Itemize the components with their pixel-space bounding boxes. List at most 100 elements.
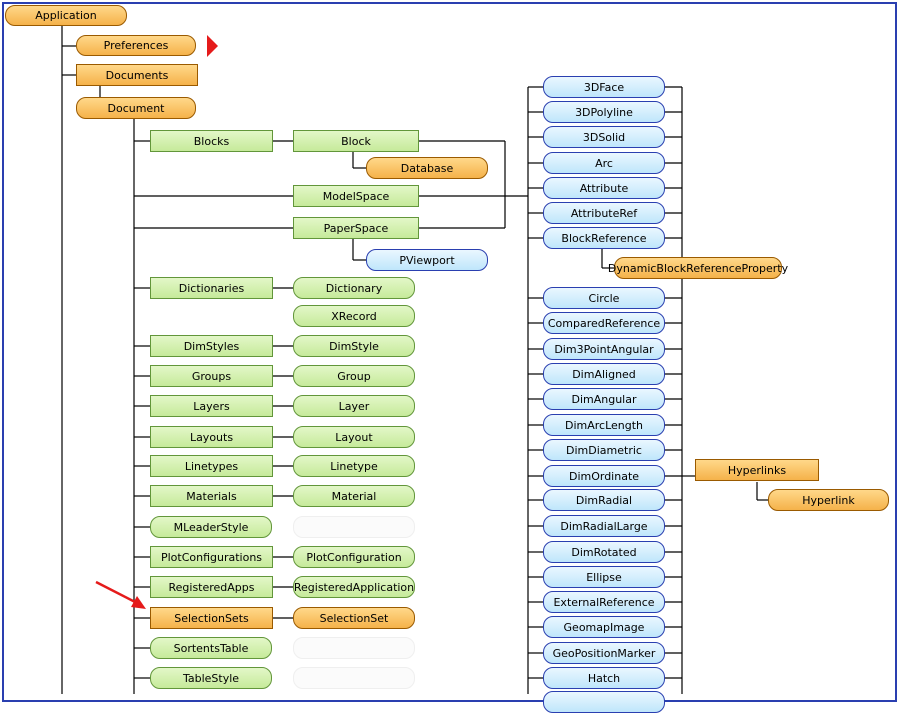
hatch-label: Hatch xyxy=(587,671,621,685)
document-label: Document xyxy=(107,101,165,115)
tablestyle-node[interactable]: TableStyle xyxy=(150,667,272,689)
dimordinate-node[interactable]: DimOrdinate xyxy=(543,465,665,487)
plotconfigurations-label: PlotConfigurations xyxy=(160,550,263,564)
dimstyle-node[interactable]: DimStyle xyxy=(293,335,415,357)
plotconfigurations-node[interactable]: PlotConfigurations xyxy=(150,546,273,568)
ellipse-node[interactable]: Ellipse xyxy=(543,566,665,588)
xrecord-node[interactable]: XRecord xyxy=(293,305,415,327)
registeredapps-node[interactable]: RegisteredApps xyxy=(150,576,273,598)
linetype-label: Linetype xyxy=(330,459,378,473)
dim3pointangular-node[interactable]: Dim3PointAngular xyxy=(543,338,665,360)
empty-placeholder-node xyxy=(293,667,415,689)
linetype-node[interactable]: Linetype xyxy=(293,455,415,477)
selectionset-label: SelectionSet xyxy=(319,611,389,625)
plotconfiguration-label: PlotConfiguration xyxy=(306,550,402,564)
plotconfiguration-node[interactable]: PlotConfiguration xyxy=(293,546,415,568)
dimrotated-node[interactable]: DimRotated xyxy=(543,541,665,563)
block-label: Block xyxy=(341,134,371,148)
arc-label: Arc xyxy=(595,156,613,170)
dictionary-label: Dictionary xyxy=(325,281,383,295)
registeredapps-label: RegisteredApps xyxy=(168,580,255,594)
modelspace-node[interactable]: ModelSpace xyxy=(293,185,419,207)
paperspace-label: PaperSpace xyxy=(323,221,389,235)
layers-node[interactable]: Layers xyxy=(150,395,273,417)
dictionary-node[interactable]: Dictionary xyxy=(293,277,415,299)
document-node[interactable]: Document xyxy=(76,97,196,119)
attributeref-node[interactable]: AttributeRef xyxy=(543,202,665,224)
dimangular-node[interactable]: DimAngular xyxy=(543,388,665,410)
application-node[interactable]: Application xyxy=(5,5,127,26)
documents-node[interactable]: Documents xyxy=(76,64,198,86)
dimarclength-node[interactable]: DimArcLength xyxy=(543,414,665,436)
dynamicblockreferenceproperty-node[interactable]: DynamicBlockReferenceProperty xyxy=(608,257,788,279)
group-label: Group xyxy=(337,369,371,383)
application-label: Application xyxy=(35,9,97,22)
dimradial-node[interactable]: DimRadial xyxy=(543,489,665,511)
blockreference-node[interactable]: BlockReference xyxy=(543,227,665,249)
selectionsets-label: SelectionSets xyxy=(174,611,249,625)
tablestyle-label: TableStyle xyxy=(182,671,240,685)
3dface-label: 3DFace xyxy=(583,80,625,94)
paperspace-node[interactable]: PaperSpace xyxy=(293,217,419,239)
circle-node[interactable]: Circle xyxy=(543,287,665,309)
pviewport-node[interactable]: PViewport xyxy=(366,249,488,271)
dimaligned-node[interactable]: DimAligned xyxy=(543,363,665,385)
hyperlink-label: Hyperlink xyxy=(802,493,855,507)
hyperlink-node[interactable]: Hyperlink xyxy=(768,489,889,511)
externalreference-node[interactable]: ExternalReference xyxy=(543,591,665,613)
hatch-node[interactable]: Hatch xyxy=(543,667,665,689)
database-node[interactable]: Database xyxy=(366,157,488,179)
attribute-node[interactable]: Attribute xyxy=(543,177,665,199)
selectionsets-node[interactable]: SelectionSets xyxy=(150,607,273,629)
dictionaries-node[interactable]: Dictionaries xyxy=(150,277,273,299)
layer-label: Layer xyxy=(338,399,370,413)
geopositionmarker-label: GeoPositionMarker xyxy=(552,646,656,660)
material-node[interactable]: Material xyxy=(293,485,415,507)
mleaderstyle-node[interactable]: MLeaderStyle xyxy=(150,516,272,538)
3dsolid-node[interactable]: 3DSolid xyxy=(543,126,665,148)
geopositionmarker-node[interactable]: GeoPositionMarker xyxy=(543,642,665,664)
material-label: Material xyxy=(331,489,377,503)
layouts-label: Layouts xyxy=(189,430,234,444)
dimdiametric-label: DimDiametric xyxy=(566,443,642,457)
dimdiametric-node[interactable]: DimDiametric xyxy=(543,439,665,461)
3dpolyline-node[interactable]: 3DPolyline xyxy=(543,101,665,123)
preferences-node[interactable]: Preferences xyxy=(76,35,196,56)
preferences-label: Preferences xyxy=(103,39,169,52)
dim3pointangular-label: Dim3PointAngular xyxy=(554,342,654,356)
next-entity-node[interactable] xyxy=(543,691,665,713)
materials-node[interactable]: Materials xyxy=(150,485,273,507)
arc-node[interactable]: Arc xyxy=(543,152,665,174)
groups-node[interactable]: Groups xyxy=(150,365,273,387)
3dface-node[interactable]: 3DFace xyxy=(543,76,665,98)
dictionaries-label: Dictionaries xyxy=(178,281,245,295)
empty-placeholder-node xyxy=(293,637,415,659)
registeredapplication-node[interactable]: RegisteredApplication xyxy=(293,576,415,598)
layout-node[interactable]: Layout xyxy=(293,426,415,448)
block-node[interactable]: Block xyxy=(293,130,419,152)
layouts-node[interactable]: Layouts xyxy=(150,426,273,448)
dynamicblockreferenceproperty-label: DynamicBlockReferenceProperty xyxy=(607,261,789,275)
3dsolid-label: 3DSolid xyxy=(582,130,626,144)
geomapimage-node[interactable]: GeomapImage xyxy=(543,616,665,638)
dimstyles-label: DimStyles xyxy=(183,339,240,353)
dimrotated-label: DimRotated xyxy=(571,545,637,559)
blocks-node[interactable]: Blocks xyxy=(150,130,273,152)
3dpolyline-label: 3DPolyline xyxy=(575,105,633,119)
selectionset-node[interactable]: SelectionSet xyxy=(293,607,415,629)
group-node[interactable]: Group xyxy=(293,365,415,387)
attribute-label: Attribute xyxy=(579,181,629,195)
linetypes-node[interactable]: Linetypes xyxy=(150,455,273,477)
blocks-label: Blocks xyxy=(193,134,230,148)
layer-node[interactable]: Layer xyxy=(293,395,415,417)
layers-label: Layers xyxy=(193,399,230,413)
dimstyle-label: DimStyle xyxy=(329,339,379,353)
sortentstable-node[interactable]: SortentsTable xyxy=(150,637,272,659)
dimradiallarge-node[interactable]: DimRadialLarge xyxy=(543,515,665,537)
materials-label: Materials xyxy=(186,489,237,503)
dimstyles-node[interactable]: DimStyles xyxy=(150,335,273,357)
hyperlinks-node[interactable]: Hyperlinks xyxy=(695,459,819,481)
groups-label: Groups xyxy=(191,369,232,383)
comparedreference-node[interactable]: ComparedReference xyxy=(543,312,665,334)
